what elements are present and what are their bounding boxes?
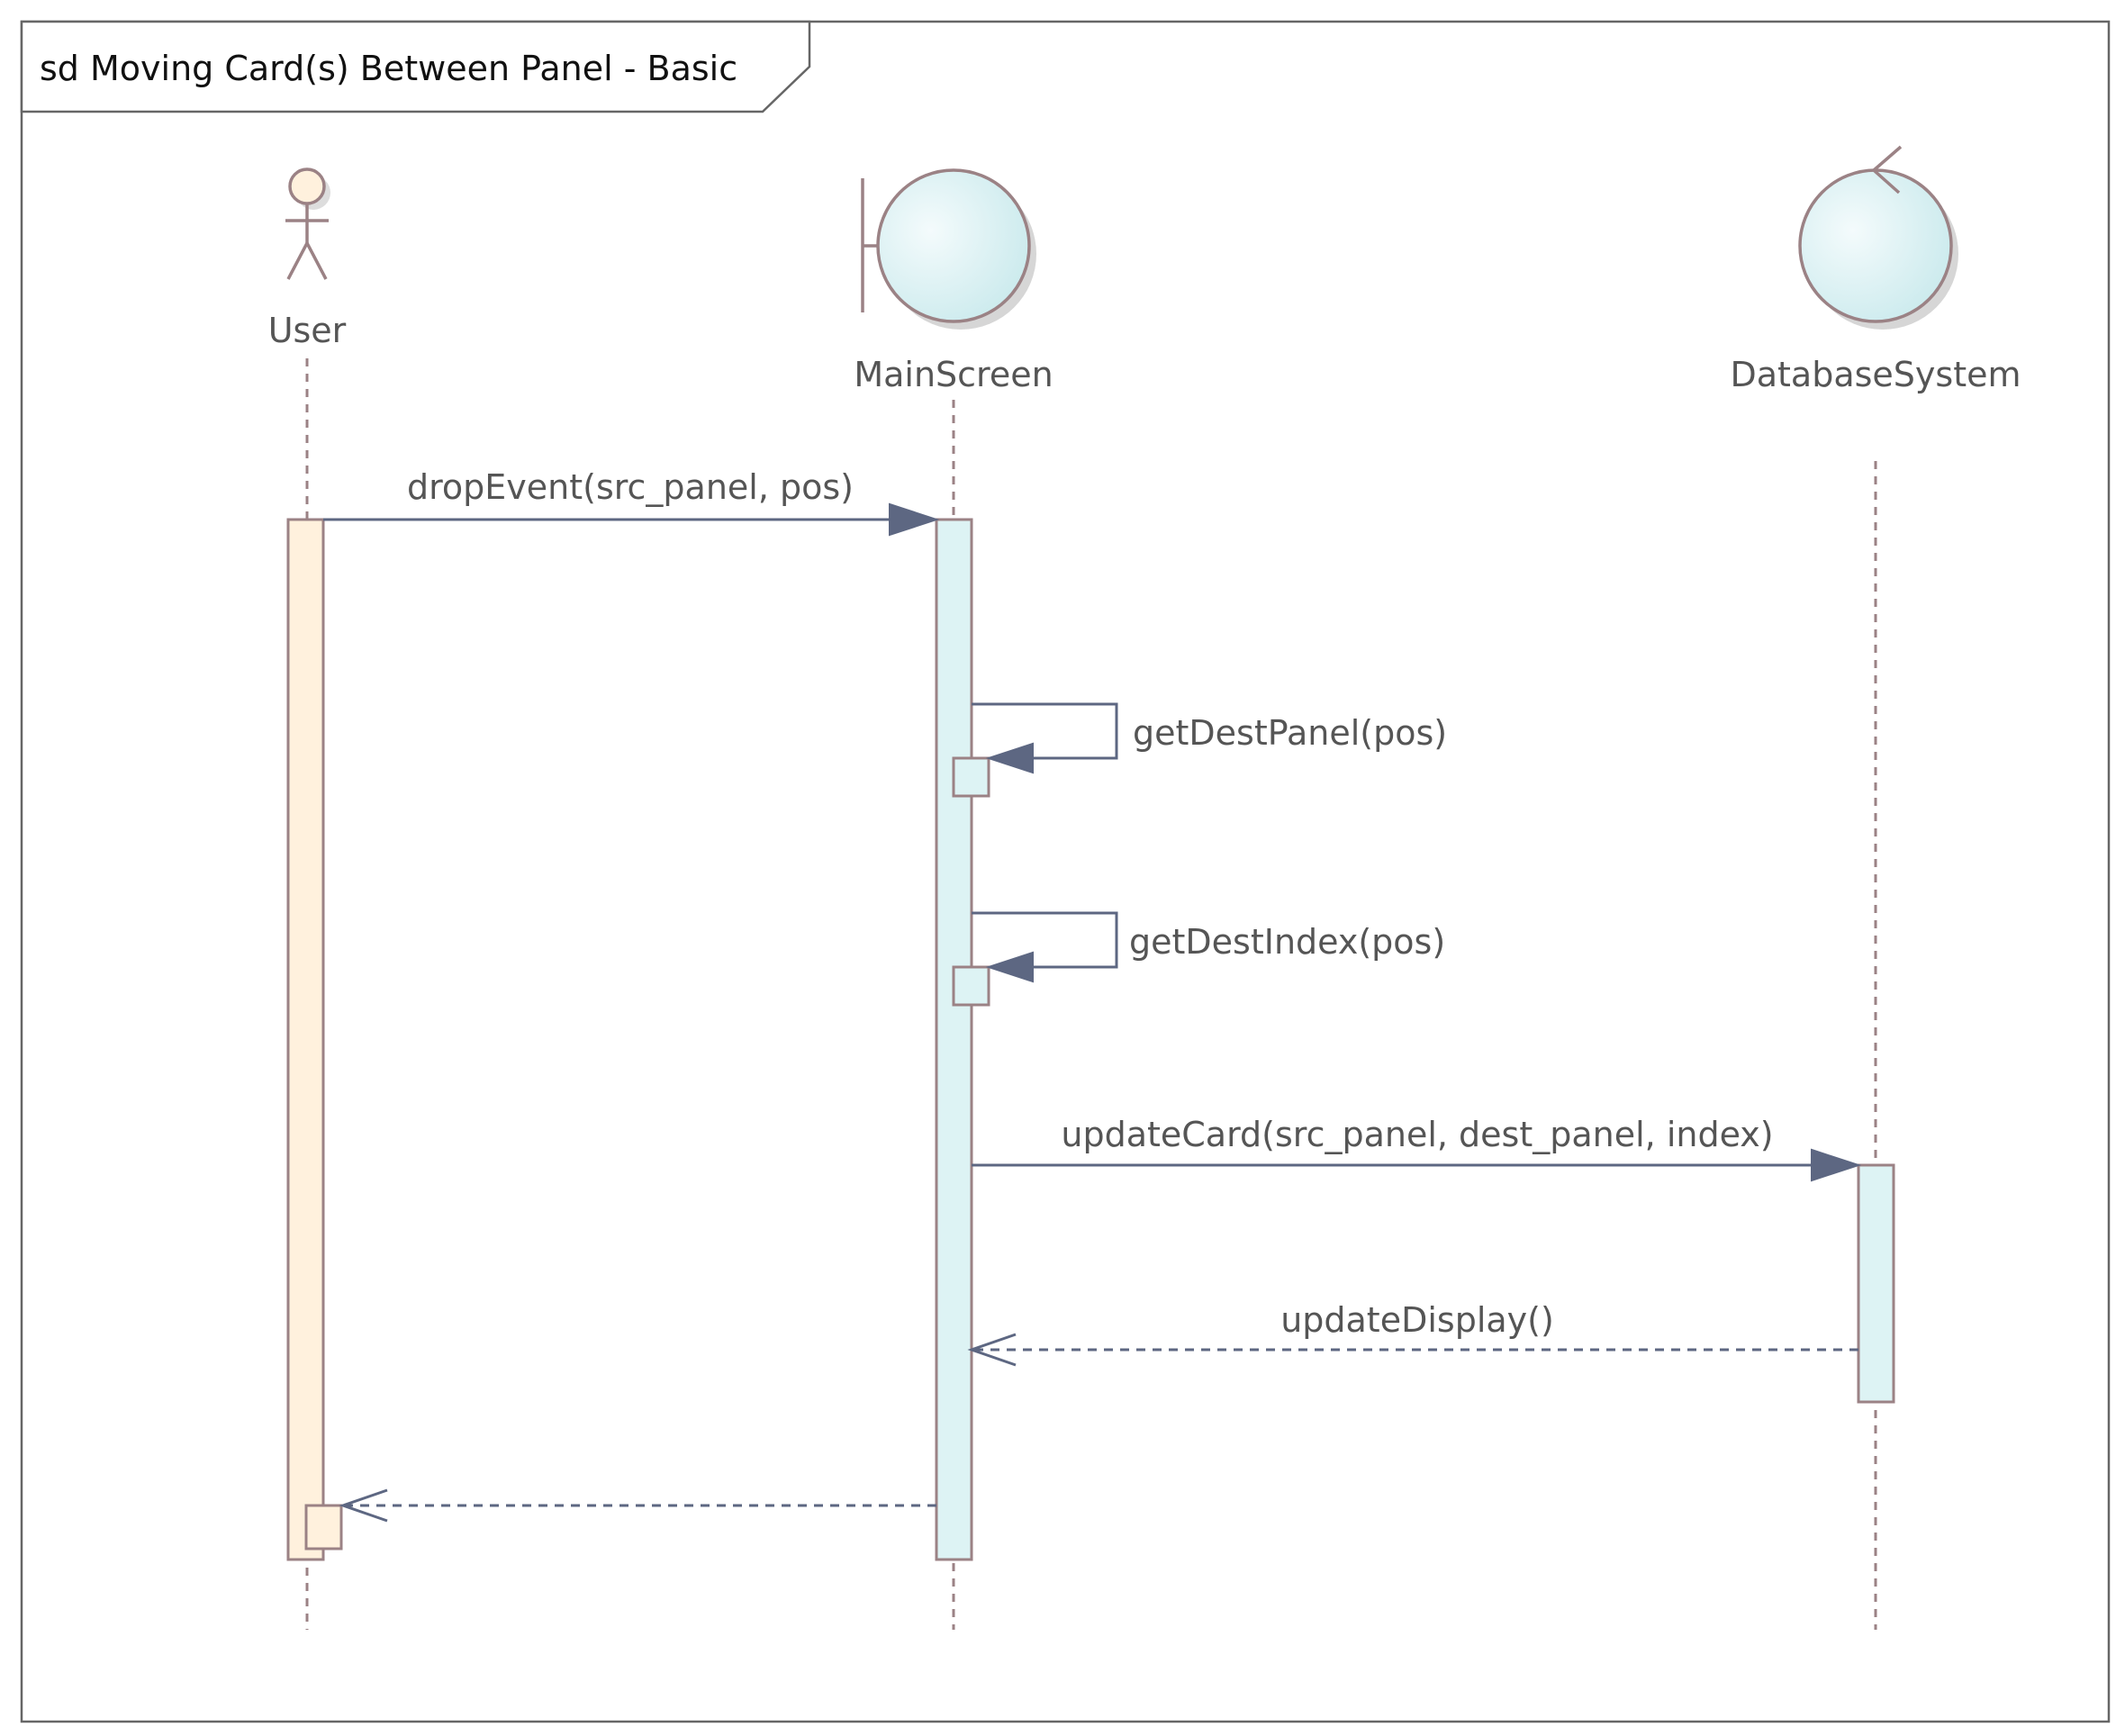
message-updatedisplay: updateDisplay()	[967, 1300, 1858, 1367]
lifeline-name-user: User	[268, 311, 347, 350]
activation-user-return	[304, 1504, 343, 1551]
activation-mainscreen	[935, 518, 973, 1561]
control-icon	[1798, 145, 1958, 330]
lifeline-name-databasesystem: DatabaseSystem	[1730, 355, 2021, 394]
message-label: getDestPanel(pos)	[1133, 713, 1447, 753]
user-actor-icon	[285, 167, 330, 280]
arrowhead-filled	[985, 742, 1034, 774]
lifeline-name-mainscreen: MainScreen	[854, 355, 1053, 394]
activation-self-getdestpanel	[952, 756, 990, 798]
activation-user	[286, 518, 325, 1561]
arrowhead-open	[339, 1488, 388, 1523]
message-return-user	[304, 1488, 936, 1551]
diagram-frame: sd Moving Card(s) Between Panel - Basic	[20, 20, 2111, 1723]
message-updatecard: updateCard(src_panel, dest_panel, index)	[972, 1115, 1862, 1182]
arrowhead-filled	[889, 502, 940, 537]
arrowhead-filled	[985, 951, 1034, 983]
message-label: dropEvent(src_panel, pos)	[407, 467, 854, 507]
frame-title-tab	[20, 20, 811, 113]
message-label: updateCard(src_panel, dest_panel, index)	[1061, 1115, 1773, 1154]
message-label: updateDisplay()	[1280, 1300, 1554, 1340]
frame-title: sd Moving Card(s) Between Panel - Basic	[40, 49, 737, 88]
message-getdestindex: getDestIndex(pos)	[952, 911, 1445, 1007]
arrowhead-open	[967, 1333, 1017, 1367]
message-label: getDestIndex(pos)	[1129, 922, 1445, 962]
message-getdestpanel: getDestPanel(pos)	[952, 702, 1447, 798]
boundary-icon	[861, 168, 1036, 330]
message-dropevent: dropEvent(src_panel, pos)	[323, 467, 940, 537]
activation-self-getdestindex	[952, 965, 990, 1007]
activation-databasesystem	[1857, 1163, 1895, 1404]
arrowhead-filled	[1811, 1148, 1862, 1182]
